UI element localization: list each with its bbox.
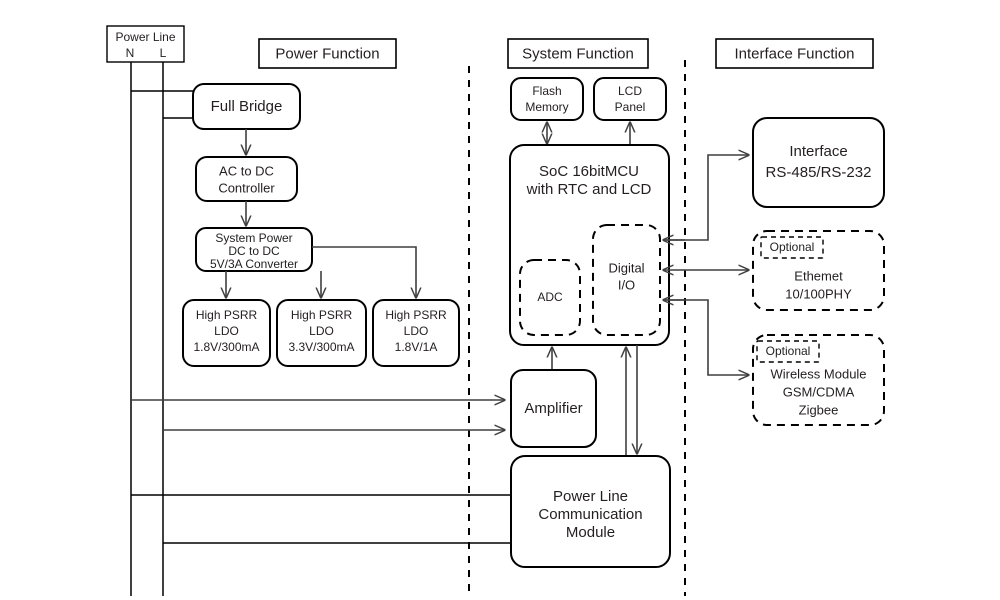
block-digital-io-line1: Digital	[608, 260, 644, 275]
block-ldo-1v8-1a-line2: LDO	[404, 324, 429, 338]
power-line-source: Power Line N L	[106, 25, 185, 63]
header-interface-function: Interface Function	[715, 38, 874, 69]
header-power-function-label: Power Function	[275, 45, 379, 62]
block-digital-io[interactable]: Digital I/O	[592, 224, 661, 336]
block-system-power-line3: 5V/3A Converter	[210, 257, 298, 271]
header-system-function: System Function	[507, 38, 649, 69]
header-power-function: Power Function	[258, 38, 397, 69]
block-interface-serial-line2: RS-485/RS-232	[766, 164, 872, 181]
block-amplifier[interactable]: Amplifier	[510, 369, 597, 448]
block-lcd-panel[interactable]: LCD Panel	[593, 77, 667, 121]
block-soc[interactable]: SoC 16bitMCU with RTC and LCD	[509, 144, 670, 346]
block-ldo-3v3-300ma-line1: High PSRR	[291, 308, 353, 322]
block-adc[interactable]: ADC	[519, 259, 581, 336]
ethernet-optional-badge-box	[760, 236, 824, 259]
block-interface-wireless-line3: Zigbee	[799, 402, 839, 417]
wire-digitalio-to-serial	[663, 155, 749, 241]
block-system-power[interactable]: System Power DC to DC 5V/3A Converter	[195, 227, 313, 272]
block-flash-memory[interactable]: Flash Memory	[510, 77, 584, 121]
block-interface-wireless[interactable]: Optional Wireless Module GSM/CDMA Zigbee	[752, 334, 885, 426]
block-ac-to-dc-controller-line1: AC to DC	[219, 163, 274, 178]
block-flash-memory-line2: Memory	[525, 100, 568, 114]
block-plc-module-line3: Module	[566, 524, 615, 541]
block-ldo-1v8-300ma-line2: LDO	[214, 324, 239, 338]
block-system-power-line2: DC to DC	[228, 244, 280, 258]
block-interface-wireless-line2: GSM/CDMA	[783, 384, 855, 399]
block-plc-module[interactable]: Power Line Communication Module	[510, 455, 671, 568]
header-system-function-label: System Function	[522, 45, 634, 62]
wire-systempower-to-ldo3	[312, 246, 416, 298]
block-soc-line2: with RTC and LCD	[526, 181, 652, 198]
block-ldo-1v8-1a-line1: High PSRR	[385, 308, 447, 322]
block-ldo-1v8-1a-line3: 1.8V/1A	[395, 340, 438, 354]
power-line-terminal-l: L	[160, 46, 167, 60]
header-interface-function-label: Interface Function	[734, 45, 854, 62]
block-soc-line1: SoC 16bitMCU	[539, 163, 639, 180]
block-full-bridge-label: Full Bridge	[211, 98, 283, 115]
power-line-bus	[130, 62, 511, 596]
wireless-optional-badge-label: Optional	[766, 344, 811, 358]
block-plc-module-line2: Communication	[538, 506, 642, 523]
block-lcd-panel-line1: LCD	[618, 84, 642, 98]
block-ac-to-dc-controller-line2: Controller	[218, 180, 275, 195]
block-ldo-1v8-300ma[interactable]: High PSRR LDO 1.8V/300mA	[182, 299, 271, 367]
block-interface-serial[interactable]: Interface RS-485/RS-232	[752, 117, 885, 208]
block-plc-module-line1: Power Line	[553, 488, 628, 505]
block-interface-wireless-line1: Wireless Module	[770, 366, 866, 381]
wire-digitalio-to-wireless	[663, 299, 749, 375]
block-amplifier-label: Amplifier	[524, 400, 582, 417]
block-ldo-3v3-300ma-line2: LDO	[309, 324, 334, 338]
block-interface-ethernet-line2: 10/100PHY	[785, 286, 852, 301]
block-flash-memory-line1: Flash	[532, 84, 561, 98]
block-interface-ethernet[interactable]: Optional Ethemet 10/100PHY	[752, 230, 885, 311]
block-ldo-1v8-300ma-line1: High PSRR	[196, 308, 258, 322]
block-ac-to-dc-controller[interactable]: AC to DC Controller	[195, 156, 298, 202]
block-ldo-3v3-300ma[interactable]: High PSRR LDO 3.3V/300mA	[276, 299, 367, 367]
power-line-title: Power Line	[115, 30, 175, 44]
wireless-optional-badge-box	[756, 340, 820, 363]
block-ldo-1v8-1a[interactable]: High PSRR LDO 1.8V/1A	[372, 299, 460, 367]
block-digital-io-line2: I/O	[618, 277, 635, 292]
block-full-bridge[interactable]: Full Bridge	[192, 83, 301, 130]
block-ldo-3v3-300ma-line3: 3.3V/300mA	[288, 340, 354, 354]
block-ldo-1v8-300ma-line3: 1.8V/300mA	[193, 340, 259, 354]
block-adc-label: ADC	[537, 290, 563, 304]
power-line-terminal-n: N	[126, 46, 135, 60]
ethernet-optional-badge-label: Optional	[770, 240, 815, 254]
block-interface-serial-line1: Interface	[789, 143, 847, 160]
block-lcd-panel-line2: Panel	[615, 100, 646, 114]
block-interface-ethernet-line1: Ethemet	[794, 268, 843, 283]
block-system-power-line1: System Power	[215, 231, 292, 245]
